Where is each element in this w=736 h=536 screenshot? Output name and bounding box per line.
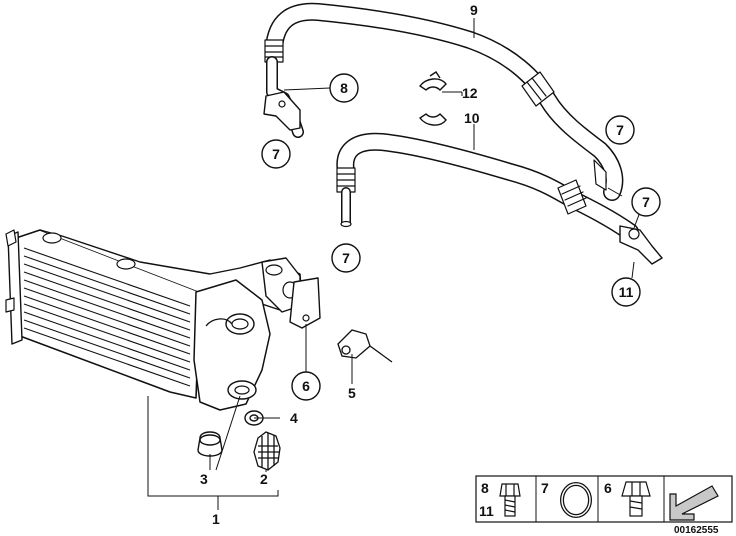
callout-10: 10 bbox=[464, 110, 480, 126]
svg-text:7: 7 bbox=[272, 146, 280, 162]
hose-crimp-upper-right bbox=[521, 71, 555, 107]
callout-1: 1 bbox=[212, 511, 220, 527]
callout-7-right-lower: 7 bbox=[631, 187, 661, 217]
oil-cooler bbox=[5, 229, 321, 411]
legend-label-6: 6 bbox=[604, 480, 612, 496]
legend-label-11: 11 bbox=[479, 503, 494, 519]
callout-2: 2 bbox=[260, 471, 268, 487]
reference-number: 00162555 bbox=[674, 525, 719, 536]
hose-clip bbox=[418, 71, 447, 126]
callout-12: 12 bbox=[462, 85, 478, 101]
bolt-icon bbox=[499, 483, 521, 517]
svg-text:7: 7 bbox=[616, 122, 624, 138]
hose-end-fitting-right bbox=[619, 225, 663, 265]
o-ring-icon bbox=[560, 482, 592, 518]
hose-bracket-upper bbox=[263, 91, 301, 131]
svg-text:7: 7 bbox=[642, 194, 650, 210]
callout-5: 5 bbox=[348, 385, 356, 401]
hose-crimp-lower-right bbox=[557, 179, 587, 215]
hex-bolt-icon bbox=[621, 481, 651, 517]
svg-text:7: 7 bbox=[342, 250, 350, 266]
svg-text:11: 11 bbox=[619, 284, 634, 300]
leader-lines bbox=[147, 18, 641, 510]
legend-label-7: 7 bbox=[541, 480, 549, 496]
legend-label-8: 8 bbox=[481, 480, 489, 496]
callout-7-right-mid: 7 bbox=[605, 115, 635, 145]
callout-4: 4 bbox=[290, 410, 298, 426]
svg-text:6: 6 bbox=[302, 378, 310, 394]
callout-6: 6 bbox=[291, 371, 321, 401]
callout-8: 8 bbox=[329, 73, 359, 103]
callout-7-upper-left: 7 bbox=[261, 139, 291, 169]
callout-3: 3 bbox=[200, 471, 208, 487]
temperature-sensor bbox=[337, 329, 393, 363]
callout-11: 11 bbox=[611, 277, 641, 307]
oil-hose-upper bbox=[263, 2, 624, 201]
svg-text:8: 8 bbox=[340, 80, 348, 96]
callouts: 9 8 12 10 7 7 7 7 11 6 bbox=[200, 2, 661, 527]
thermostat bbox=[253, 431, 281, 471]
callout-7-center: 7 bbox=[331, 243, 361, 273]
parts-legend: 8 11 7 6 bbox=[475, 475, 733, 523]
oil-hose-lower bbox=[336, 132, 663, 265]
plug-cap bbox=[197, 431, 223, 457]
arrow-logo-icon bbox=[669, 485, 719, 521]
callout-9: 9 bbox=[470, 2, 478, 18]
